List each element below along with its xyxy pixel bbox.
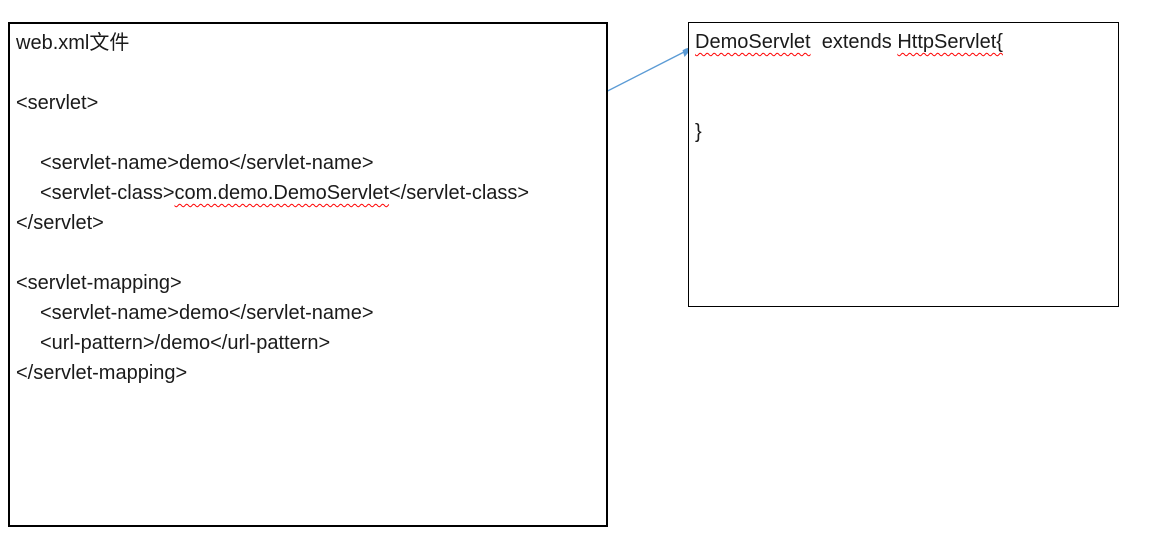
- code-text: <servlet-name>demo</servlet-name>: [40, 152, 374, 174]
- code-line: [16, 118, 602, 148]
- code-line: </servlet-mapping>: [16, 358, 602, 388]
- spellcheck-flagged-text: HttpServlet{: [897, 31, 1003, 53]
- code-line: web.xml文件: [16, 28, 602, 58]
- code-line: </servlet>: [16, 208, 602, 238]
- code-text: <servlet-class>: [40, 182, 175, 204]
- code-text: <servlet-name>demo</servlet-name>: [40, 302, 374, 324]
- code-line: <servlet-mapping>: [16, 268, 602, 298]
- spellcheck-flagged-text: DemoServlet: [695, 31, 811, 53]
- webxml-box: web.xml文件 <servlet> <servlet-name>demo</se…: [8, 22, 608, 527]
- code-line: <servlet-name>demo</servlet-name>: [16, 148, 602, 178]
- code-line: <servlet>: [16, 88, 602, 118]
- code-text: </servlet-class>: [389, 182, 530, 204]
- code-text: </servlet-mapping>: [16, 362, 188, 384]
- servlet-class-box: DemoServlet extends HttpServlet{}: [688, 22, 1119, 307]
- servlet-class-code: DemoServlet extends HttpServlet{}: [689, 23, 1118, 147]
- code-line: <url-pattern>/demo</url-pattern>: [16, 328, 602, 358]
- code-line: [16, 238, 602, 268]
- code-line: DemoServlet extends HttpServlet{: [695, 27, 1114, 57]
- code-line: <servlet-class>com.demo.DemoServlet</ser…: [16, 178, 602, 208]
- code-line: <servlet-name>demo</servlet-name>: [16, 298, 602, 328]
- spellcheck-flagged-text: com.demo.DemoServlet: [174, 182, 390, 204]
- code-line: [16, 58, 602, 88]
- code-text: <servlet-mapping>: [16, 272, 182, 294]
- code-line: [695, 57, 1114, 87]
- webxml-code: web.xml文件 <servlet> <servlet-name>demo</se…: [10, 24, 606, 388]
- code-text: <servlet>: [16, 92, 99, 114]
- code-text: }: [695, 121, 702, 143]
- code-line: }: [695, 117, 1114, 147]
- code-line: [695, 87, 1114, 117]
- code-text: </servlet>: [16, 212, 104, 234]
- code-text: <url-pattern>/demo</url-pattern>: [40, 332, 331, 354]
- code-text: extends: [810, 31, 898, 53]
- code-text: web.xml文件: [16, 32, 130, 54]
